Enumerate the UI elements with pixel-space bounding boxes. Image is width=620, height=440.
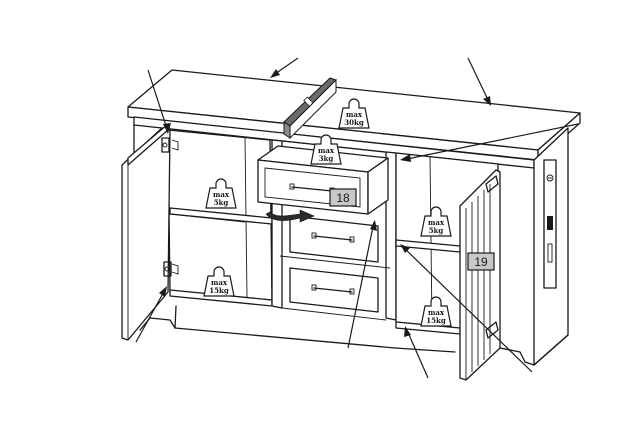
weight-label-line1: max: [213, 190, 230, 199]
weight-label-line2: 15kg: [426, 316, 446, 325]
left-door-open: [121, 123, 179, 341]
weight-icon: max 3kg: [310, 134, 342, 165]
weight-label-line1: max: [318, 146, 335, 155]
arrow-divider-top: [401, 123, 579, 161]
weight-icon: max 5kg: [420, 206, 452, 237]
weight-label-line1: max: [428, 218, 445, 227]
weight-label-line2: 30kg: [344, 118, 364, 127]
drawer-bottom: [279, 255, 391, 313]
spirit-level-right: [543, 159, 557, 289]
weight-label-line1: max: [211, 278, 228, 287]
callout-badge-door: 19: [467, 252, 495, 271]
weight-icon: max 5kg: [205, 178, 237, 209]
arrow-shelf-pin: [401, 245, 533, 373]
weight-label-line1: max: [428, 308, 445, 317]
weight-label-line2: 15kg: [209, 286, 229, 295]
right-door-open: [459, 169, 501, 381]
weight-label-line2: 5kg: [214, 198, 229, 207]
weight-icon: max 30kg: [338, 98, 370, 129]
callout-badge-drawer: 18: [329, 188, 357, 207]
arrow-drawer-rail: [347, 221, 375, 349]
push-arrow-icon: [265, 209, 315, 223]
weight-icon: max 15kg: [420, 296, 452, 327]
weight-icon: max 15kg: [203, 266, 235, 297]
callout-number: 18: [336, 191, 350, 205]
arrow-bottom-right: [405, 327, 429, 379]
arrow-top-right: [467, 57, 491, 105]
arrow-left-hinge-bottom: [135, 287, 167, 343]
arrow-left-hinge: [147, 69, 169, 133]
weight-label-line1: max: [346, 110, 363, 119]
weight-label-line2: 3kg: [319, 154, 334, 163]
leader-arrows: [135, 57, 579, 379]
drawer-middle: [289, 215, 379, 263]
spirit-level-top: [283, 77, 337, 140]
weight-label-line2: 5kg: [429, 226, 444, 235]
callout-number: 19: [474, 255, 488, 269]
